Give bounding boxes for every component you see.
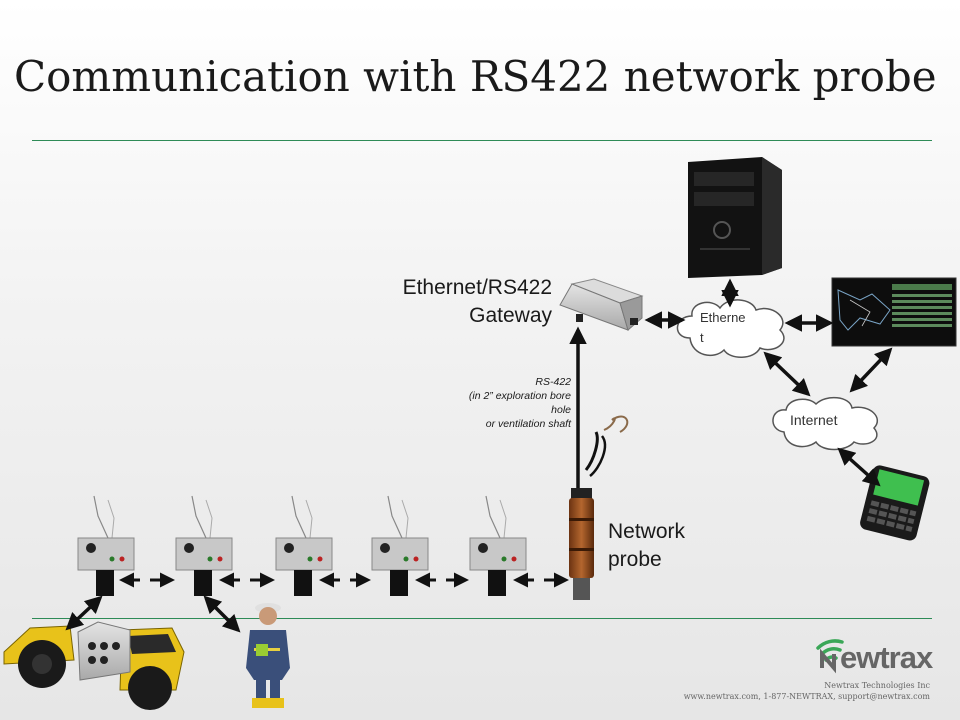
newtrax-logo-n: [820, 648, 836, 674]
wireless-node-icon: [469, 495, 527, 596]
ethernet-internet-link: [763, 351, 811, 397]
wireless-node-icon: [275, 495, 333, 596]
wireless-node-icon: [371, 495, 429, 596]
rs422-label-line2: (in 2” exploration bore: [468, 390, 571, 402]
cloud-icon: [676, 299, 785, 358]
mining-vehicle-icon: [3, 621, 185, 710]
probe-label: Network probe: [608, 518, 685, 574]
gateway-label-line2: Gateway: [469, 304, 552, 327]
network-probe-icon: [569, 415, 629, 600]
gateway-label-line1: Ethernet/RS422: [402, 276, 552, 299]
node-miner-link: [203, 595, 241, 633]
probe-label-line2: probe: [608, 548, 662, 571]
gateway-box-icon: [559, 278, 644, 331]
footer-company: Newtrax Technologies Inc: [824, 681, 930, 690]
footer-divider: [32, 618, 932, 619]
internet-phone-link: [837, 447, 881, 487]
probe-label-line1: Network: [608, 520, 686, 543]
wireless-node-icon: [77, 495, 135, 596]
monitor-internet-link: [849, 347, 893, 393]
gateway-label: Ethernet/RS422 Gateway: [403, 274, 552, 330]
ethernet-label-line2: t: [700, 330, 704, 345]
miner-worker-icon: [246, 603, 290, 708]
monitor-screen-icon: [831, 277, 957, 347]
newtrax-logo-text: ewtrax: [840, 640, 933, 675]
rs422-label-line1: RS-422: [535, 376, 571, 388]
footer-contact: www.newtrax.com, 1-877-NEWTRAX, support@…: [683, 692, 930, 701]
page-title: Communication with RS422 network probe: [14, 52, 937, 101]
title-divider: [32, 140, 932, 141]
node-vehicle-link: [65, 595, 103, 631]
internet-cloud-label: Internet: [790, 412, 838, 428]
rs422-label-line3: hole: [551, 404, 571, 416]
server-tower-icon: [688, 157, 782, 278]
rs422-label: RS-422 (in 2” exploration bore hole or v…: [469, 375, 571, 431]
footer: Newtrax Technologies Inc www.newtrax.com…: [684, 680, 930, 702]
ethernet-cloud-label: Etherne t: [700, 308, 746, 348]
rs422-label-line4: or ventilation shaft: [485, 418, 571, 430]
cloud-icon: [772, 396, 879, 451]
ethernet-label-line1: Etherne: [700, 310, 746, 325]
wireless-node-icon: [175, 495, 233, 596]
